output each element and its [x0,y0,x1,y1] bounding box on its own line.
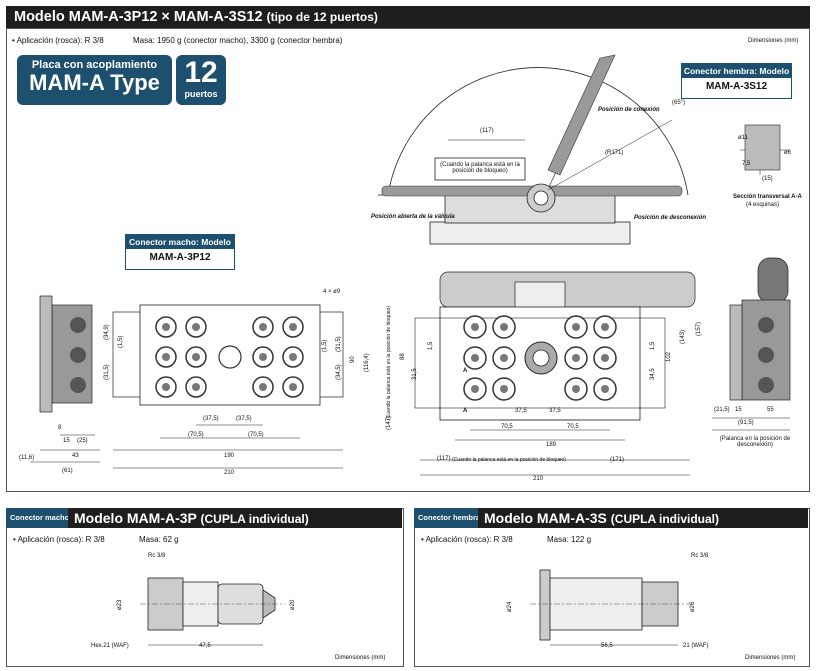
plug-title: Modelo MAM-A-3P (CUPLA individual) [68,508,402,528]
female-connector-label: Conector hembra: Modelo MAM-A-3S12 [681,63,792,99]
section-title-sub: (tipo de 12 puertos) [266,10,378,24]
dim-65-deg: (65°) [672,100,686,106]
male-connector-header: Conector macho: Modelo [126,235,234,249]
dim-a11: ø11 [738,135,748,141]
side-dim-55: 55 [767,407,774,413]
plug-title-main: Modelo MAM-A-3P [74,510,197,526]
plug-thread-label: Rc 3/8 [148,553,166,559]
dim-190: 190 [224,453,235,459]
socket-units: Dimensiones (mm) [745,655,796,661]
disconnect-position-label: Posición de desconexión [634,215,707,221]
plug-units: Dimensiones (mm) [335,655,386,661]
dim-70-5-a: (70,5) [188,432,204,438]
socket-tag: Conector hembra [414,508,485,528]
dim-37-5-b: (37,5) [236,416,252,422]
socket-title-sub: (CUPLA individual) [610,512,719,526]
lever-lock-note: (Cuando la palanca está en la posición d… [440,162,520,174]
socket-title: Modelo MAM-A-3S (CUPLA individual) [478,508,808,528]
plug-hex: Hex.21 (WAF) [91,643,129,649]
section-aa-title: Sección transversal A-A [733,194,802,200]
section-title: Modelo MAM-A-3P12 × MAM-A-3S12 (tipo de … [6,6,810,28]
dim-43: 43 [72,453,79,459]
female-dim-117: (117) [437,456,451,462]
female-dim-189: 189 [546,442,557,448]
section-title-main: Modelo MAM-A-3P12 × MAM-A-3S12 [14,9,263,25]
dim-8: 8 [58,425,62,431]
section-marker-a2: A [463,408,468,414]
dim-117-top: (117) [480,128,494,134]
socket-application: • Aplicación (rosca): R 3/8 [421,535,513,544]
badge-line2: MAM-A Type [29,70,160,95]
plug-title-sub: (CUPLA individual) [200,512,309,526]
dim-37-5-a: (37,5) [203,416,219,422]
dim-70-5-b: (70,5) [248,432,264,438]
side-dim-15: 15 [735,407,742,413]
side-dim-21-5: (21,5) [714,407,730,413]
coupling-plate-badge: Placa con acoplamiento MAM-A Type [17,55,172,105]
plug-length: 47,5 [199,643,211,649]
top-frame [6,28,810,492]
socket-length: 56,5 [601,643,613,649]
dim-holes: 4 × ø9 [323,289,341,295]
female-dim-37-5-a: 37,5 [515,408,527,414]
male-connector-label: Conector macho: Modelo MAM-A-3P12 [125,234,235,270]
plug-mass: Masa: 62 g [139,535,179,544]
dim-r171: (R171) [605,150,624,156]
female-dim-171: (171) [610,457,625,463]
female-connector-header: Conector hembra: Modelo [682,64,791,78]
badge-line1: Placa con acoplamiento [31,59,158,71]
dim-61: (61) [62,468,73,474]
dim-210: 210 [224,470,235,476]
dim-7-5: 7,5 [742,161,751,167]
connect-position-label: Posición de conexión [598,107,660,113]
socket-thread-label: Rc 3/8 [691,553,709,559]
dim-a6: ø6 [784,150,792,156]
socket-mass: Masa: 122 g [547,535,592,544]
female-dim-70-5-b: 70,5 [567,424,579,430]
section-marker-a1: A [463,368,468,374]
lever-disconnect-note: (Palanca en la posición de desconexión) [719,436,791,448]
ports-unit: puertos [184,89,218,99]
female-dim-70-5-a: 70,5 [501,424,513,430]
ports-number: 12 [184,56,218,89]
socket-waf: 21 (WAF) [683,643,709,649]
dim-15-side: (15) [762,176,773,182]
open-position-label: Posición abierta de la válvula [371,214,455,220]
side-dim-91-5: (91,5) [738,420,754,426]
section-aa-sub: (4 esquinas) [746,202,780,208]
female-dim-37-5-b: 37,5 [549,408,561,414]
plug-tag: Conector macho [6,508,74,528]
application-info: • Aplicación (rosca): R 3/8 [12,36,104,45]
socket-d26: ø26 [690,601,696,612]
dim-11-6: (11,6) [19,455,35,461]
dim-15: 15 [63,438,70,444]
dim-25: (25) [77,438,88,444]
male-connector-model: MAM-A-3P12 [149,252,211,263]
units-info: Dimensiones (mm) [748,38,799,44]
female-lever-lock-note-bottom: (Cuando la palanca está en la posición d… [452,457,566,463]
ports-badge: 12 puertos [176,55,226,105]
socket-title-main: Modelo MAM-A-3S [484,510,607,526]
mass-info: Masa: 1950 g (conector macho), 3300 g (c… [133,36,343,45]
plug-application: • Aplicación (rosca): R 3/8 [13,535,105,544]
female-dim-210: 210 [533,476,544,482]
socket-d24: ø24 [507,601,513,612]
female-connector-model: MAM-A-3S12 [705,81,768,92]
